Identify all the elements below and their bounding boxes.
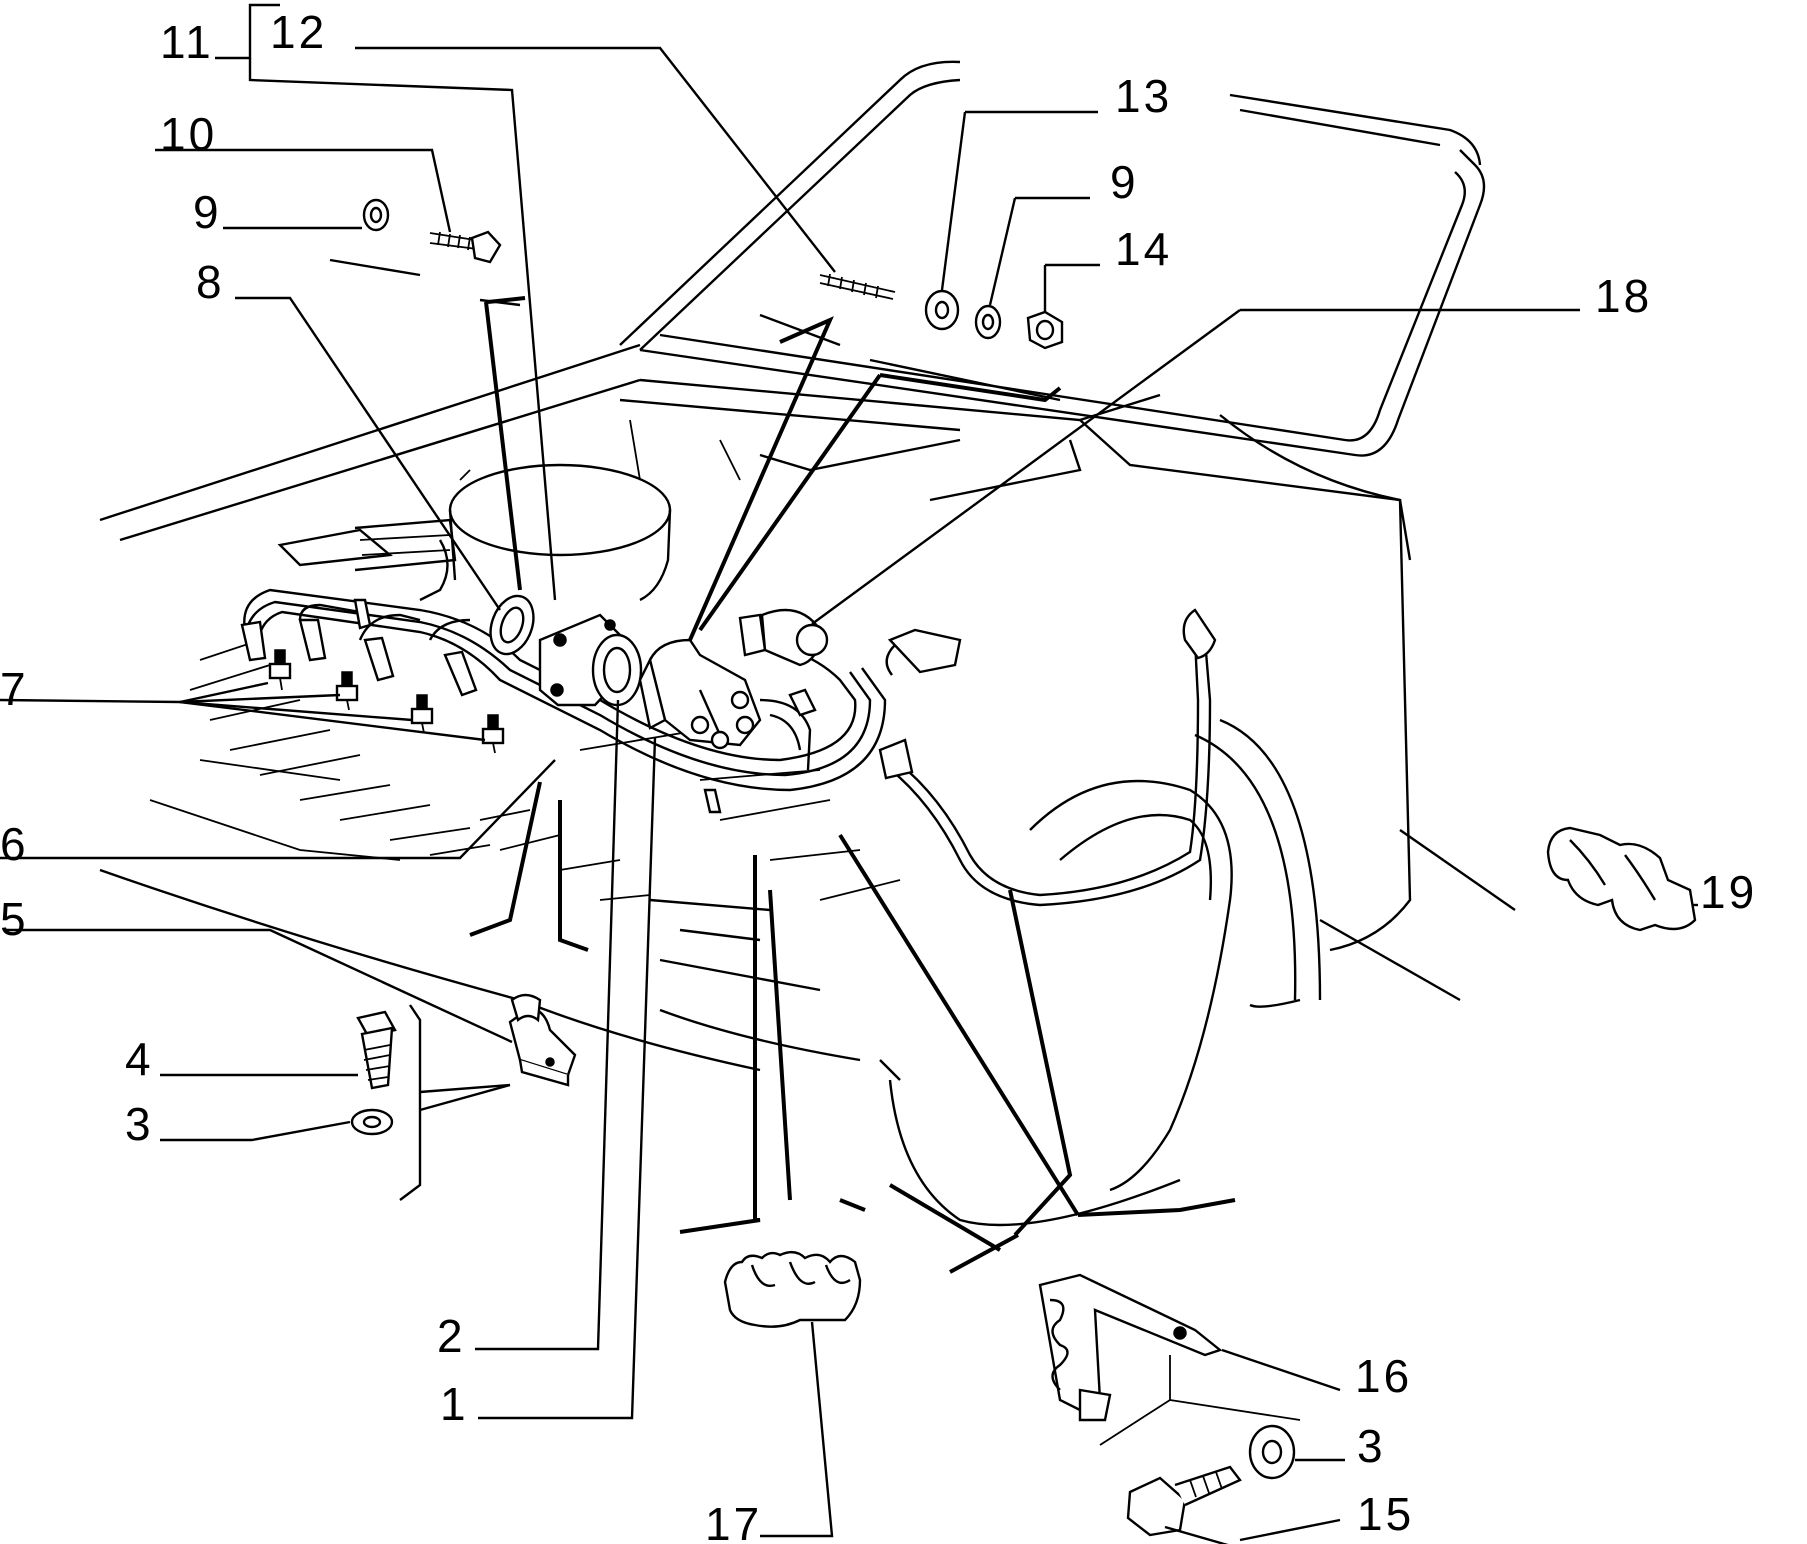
distributor-gasket-8 bbox=[489, 594, 535, 656]
engine-clip bbox=[885, 628, 962, 676]
spark-plug-boot-3 bbox=[363, 636, 395, 682]
callout-2: 2 bbox=[437, 1310, 466, 1362]
callout-11: 11 bbox=[160, 16, 214, 68]
bolt-15 bbox=[1126, 1465, 1242, 1537]
callout-9-left: 9 bbox=[193, 186, 222, 238]
cable-bracket-16 bbox=[1038, 1273, 1223, 1422]
callout-6: 6 bbox=[0, 818, 29, 870]
ignition-wiring-harness bbox=[240, 588, 1217, 907]
distributor-seal-ring bbox=[591, 633, 643, 707]
callout-16: 16 bbox=[1355, 1350, 1412, 1402]
car-body-outline bbox=[99, 60, 1516, 1227]
washer-13 bbox=[924, 289, 960, 331]
bracket-5 bbox=[508, 993, 577, 1087]
spark-plug-boot-2 bbox=[298, 618, 327, 662]
spark-plug-2 bbox=[335, 671, 359, 711]
callout-12: 12 bbox=[270, 6, 327, 58]
spark-plug-1 bbox=[268, 649, 292, 691]
ignition-leads bbox=[759, 688, 817, 771]
sensor-18 bbox=[738, 608, 829, 667]
callout-9-right: 9 bbox=[1110, 156, 1139, 208]
callout-4: 4 bbox=[125, 1033, 154, 1085]
callout-7: 7 bbox=[0, 663, 29, 715]
distributor-cap bbox=[638, 638, 762, 750]
spark-plug-4 bbox=[481, 714, 505, 754]
cable-clip-19 bbox=[1546, 826, 1697, 932]
spark-plug-boot-1 bbox=[240, 620, 267, 662]
bolt-4 bbox=[356, 1010, 397, 1090]
washer-9-left bbox=[362, 198, 390, 232]
callout-1: 1 bbox=[440, 1378, 469, 1430]
callout-3-right: 3 bbox=[1357, 1420, 1386, 1472]
cable-clip-17 bbox=[723, 1250, 862, 1328]
callout-5: 5 bbox=[0, 893, 29, 945]
callout-14: 14 bbox=[1115, 223, 1172, 275]
spark-plug-3 bbox=[410, 694, 434, 734]
flat-washer-3 bbox=[1248, 1424, 1296, 1480]
callout-13: 13 bbox=[1115, 70, 1172, 122]
callout-3-left: 3 bbox=[125, 1098, 154, 1150]
spark-plug-boot-4 bbox=[443, 650, 478, 697]
leader-lines bbox=[0, 3, 1698, 1544]
nut-14 bbox=[1026, 310, 1064, 350]
callout-10: 10 bbox=[160, 108, 217, 160]
spark-plugs bbox=[268, 649, 505, 754]
washer-9-right bbox=[974, 304, 1002, 340]
callout-labels: 11 12 10 9 8 7 6 5 4 3 2 1 17 13 9 14 18… bbox=[0, 6, 1757, 1544]
bolt-10 bbox=[429, 230, 502, 264]
callout-15: 15 bbox=[1357, 1488, 1414, 1540]
stud-12 bbox=[819, 273, 896, 300]
callout-19: 19 bbox=[1700, 866, 1757, 918]
callout-18: 18 bbox=[1595, 270, 1652, 322]
callout-17: 17 bbox=[705, 1498, 762, 1544]
callout-8: 8 bbox=[196, 256, 225, 308]
lock-washer-3 bbox=[350, 1108, 394, 1136]
